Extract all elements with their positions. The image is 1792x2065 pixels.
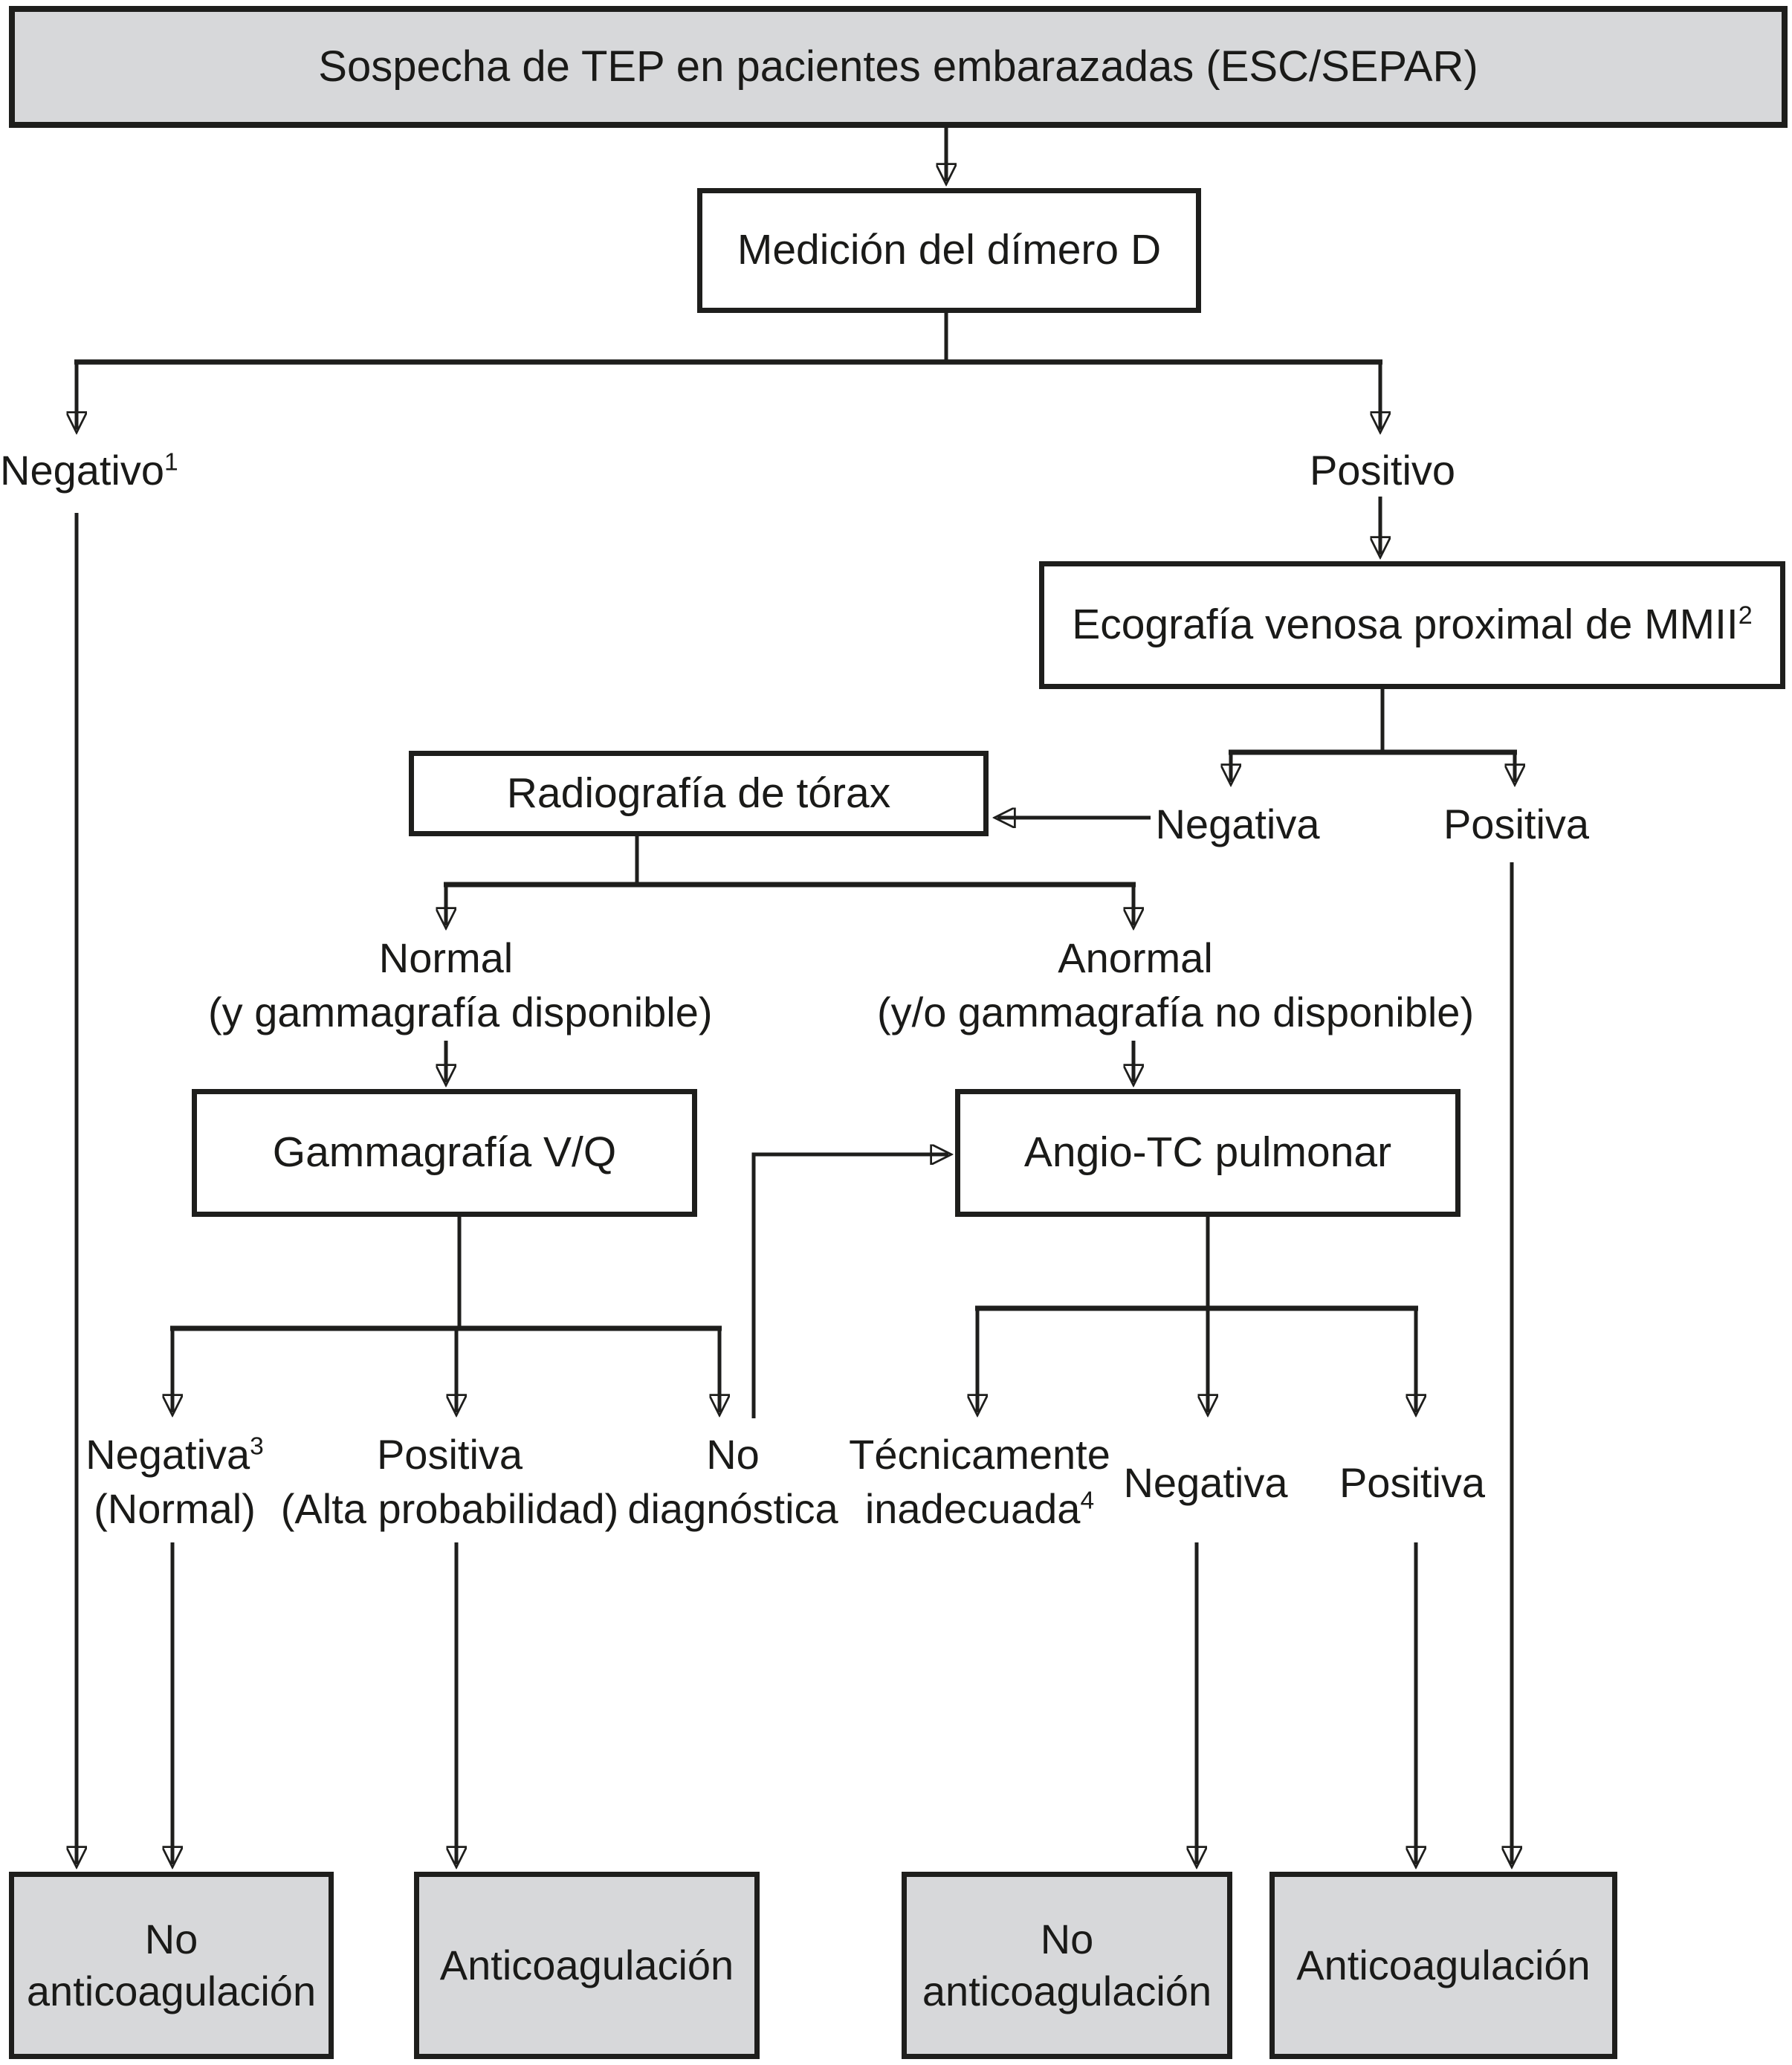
label-rx-anormal: Anormal (y/o gammagrafía no disponible): [877, 931, 1475, 1039]
label-dimero-negativo-text: Negativo: [0, 447, 165, 494]
label-vq-negativa-line1: Negativa3: [63, 1427, 286, 1481]
label-tc-positiva: Positiva: [1339, 1459, 1486, 1506]
footnote-marker-4: 4: [1080, 1487, 1095, 1515]
label-vq-positiva: Positiva (Alta probabilidad): [268, 1427, 632, 1536]
label-vq-no-diagnostica: No diagnóstica: [624, 1427, 841, 1536]
label-dimero-negativo: Negativo1: [0, 443, 178, 497]
outcome-no-anticoagulacion-1: No anticoagulación: [9, 1872, 334, 2059]
node-angio-tc: Angio-TC pulmonar: [955, 1089, 1461, 1217]
branch-gammagrafia: [170, 1217, 722, 1412]
node-gammagrafia-vq-label: Gammagrafía V/Q: [272, 1128, 617, 1177]
label-rx-anormal-line2: (y/o gammagrafía no disponible): [877, 989, 1475, 1035]
footnote-marker-1: 1: [164, 448, 178, 476]
label-tc-negativa: Negativa: [1123, 1459, 1288, 1506]
label-vq-negativa-line2: (Normal): [94, 1485, 256, 1532]
node-sospecha-tep-label: Sospecha de TEP en pacientes embarazadas…: [318, 42, 1478, 91]
node-ecografia-venosa: Ecografía venosa proximal de MMII2: [1039, 561, 1785, 689]
node-radiografia-torax-label: Radiografía de tórax: [506, 769, 891, 817]
label-tc-inadecuada-line2: inadecuada4: [847, 1481, 1112, 1536]
label-rx-normal-line2: (y gammagrafía disponible): [208, 989, 713, 1035]
outcome-anticoagulacion-2: Anticoagulación: [1269, 1872, 1617, 2059]
node-ecografia-venosa-text: Ecografía venosa proximal de MMII: [1072, 601, 1738, 649]
node-dimero-d: Medición del dímero D: [697, 188, 1201, 313]
label-vq-no-diagnostica-line1: No: [706, 1431, 760, 1478]
node-angio-tc-label: Angio-TC pulmonar: [1023, 1128, 1392, 1177]
outcome-no-anticoagulacion-2: No anticoagulación: [902, 1872, 1232, 2059]
label-vq-positiva-line2: (Alta probabilidad): [280, 1485, 619, 1532]
branch-ecografia: [1229, 689, 1517, 782]
label-vq-negativa: Negativa3 (Normal): [63, 1427, 286, 1536]
node-ecografia-venosa-label: Ecografía venosa proximal de MMII2: [1072, 598, 1753, 651]
node-gammagrafia-vq: Gammagrafía V/Q: [192, 1089, 697, 1217]
label-eco-positiva: Positiva: [1443, 801, 1590, 847]
arrow-no-diagnostica-to-angiotc: [751, 1154, 948, 1418]
node-sospecha-tep: Sospecha de TEP en pacientes embarazadas…: [9, 6, 1788, 128]
label-rx-normal: Normal (y gammagrafía disponible): [208, 931, 713, 1039]
label-vq-negativa-text: Negativa: [85, 1431, 250, 1478]
label-eco-negativa: Negativa: [1155, 801, 1320, 847]
label-vq-positiva-line1: Positiva: [376, 1431, 523, 1478]
branch-radiografia: [444, 835, 1136, 925]
branch-dimero: [74, 313, 1382, 430]
label-tc-inadecuada-line1: Técnicamente: [849, 1431, 1110, 1478]
footnote-marker-2: 2: [1738, 601, 1753, 630]
node-radiografia-torax: Radiografía de tórax: [409, 751, 989, 836]
label-rx-normal-line1: Normal: [378, 934, 514, 981]
label-dimero-positivo: Positivo: [1309, 447, 1456, 494]
label-tc-inadecuada: Técnicamente inadecuada4: [847, 1427, 1112, 1536]
outcome-anticoagulacion-1: Anticoagulación: [414, 1872, 760, 2059]
label-tc-inadecuada-text: inadecuada: [864, 1485, 1081, 1532]
label-rx-anormal-line1: Anormal: [1058, 934, 1213, 981]
footnote-marker-3: 3: [250, 1432, 264, 1461]
branch-angiotc: [975, 1217, 1418, 1412]
node-dimero-d-label: Medición del dímero D: [737, 226, 1162, 274]
label-vq-no-diagnostica-line2: diagnóstica: [627, 1485, 838, 1532]
